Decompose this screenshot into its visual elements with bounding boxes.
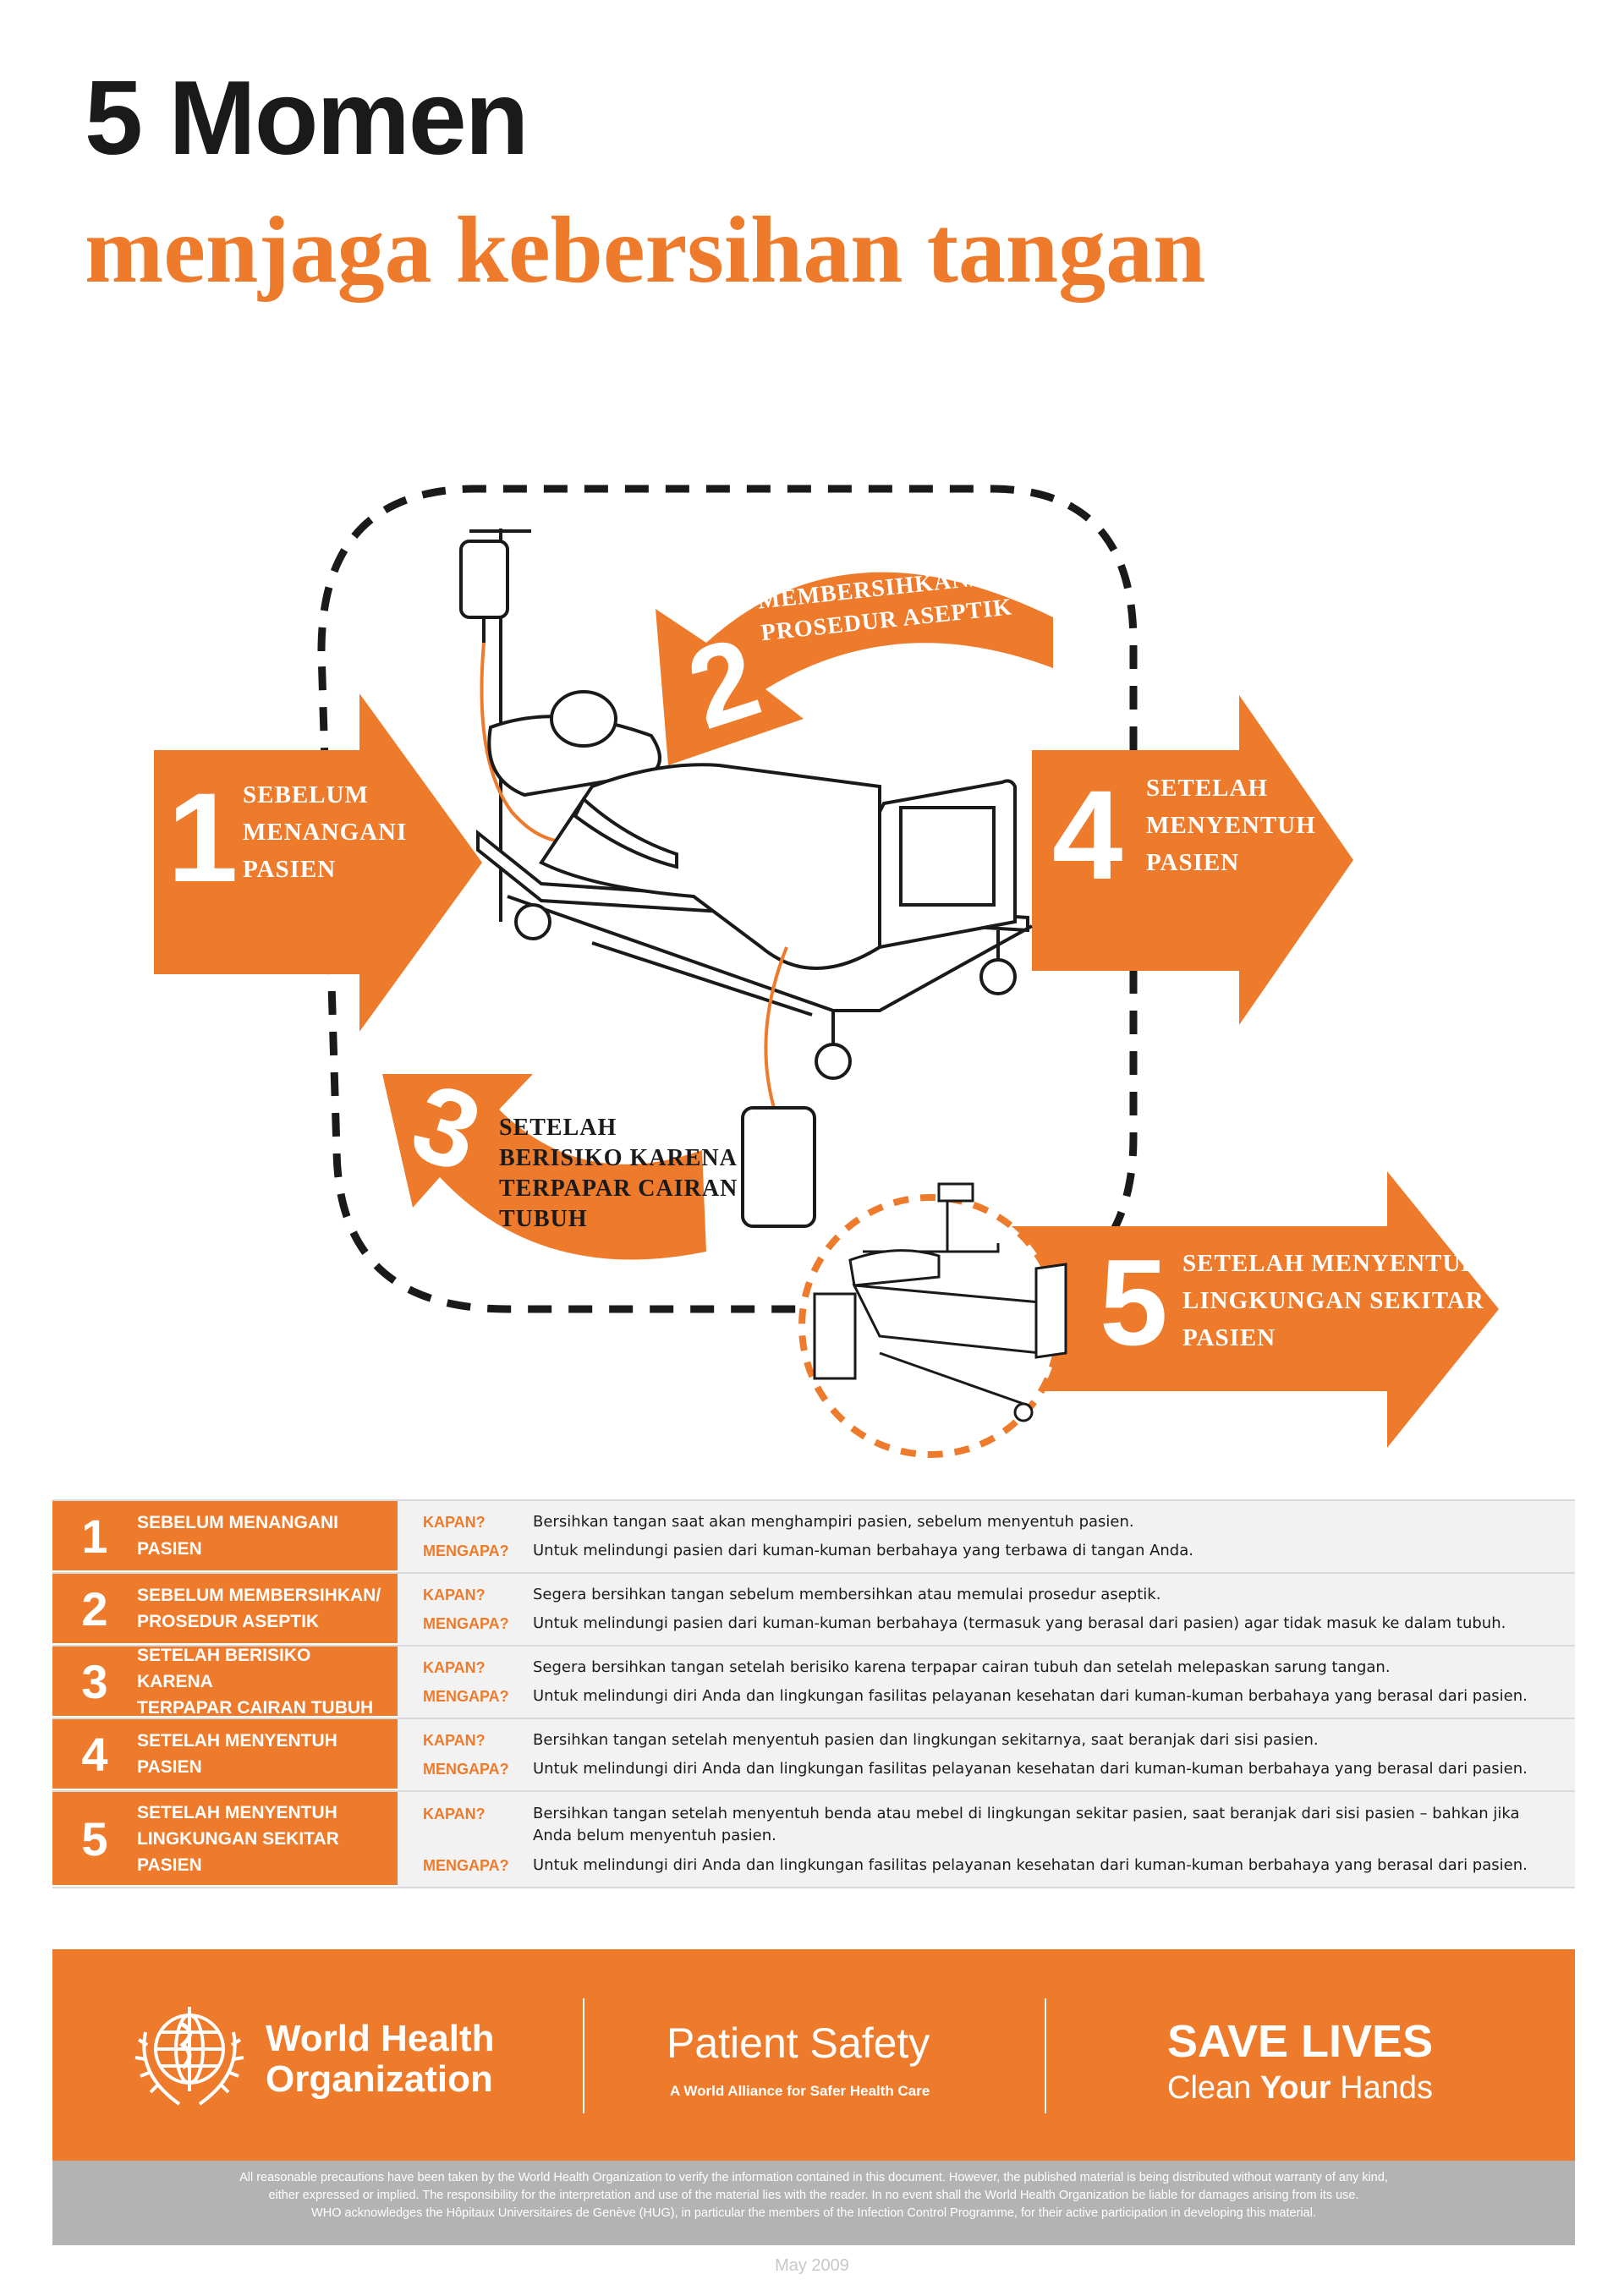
mengapa-label: MENGAPA? [423,1856,509,1874]
five-moments-diagram [154,485,1499,1458]
row-body: KAPAN? Bersihkan tangan saat akan mengham… [398,1501,1575,1572]
save-lives-title: SAVE LIVES [1167,2016,1434,2067]
mengapa-text: Untuk melindungi pasien dari kuman-kuman… [533,1614,1506,1632]
moment-5-label: SETELAH MENYENTUH LINGKUNGAN SEKITAR PAS… [1182,1250,1484,1351]
row-title: SETELAH BERISIKO KARENA TERPAPAR CAIRAN … [137,1645,374,1718]
moment-3-label: SETELAH BERISIKO KARENA TERPAPAR CAIRAN … [499,1115,738,1232]
table-row: 2 SEBELUM MEMBERSIHKAN/ PROSEDUR ASEPTIK… [52,1574,1575,1647]
kapan-text: Bersihkan tangan setelah menyentuh benda… [533,1804,1520,1844]
row-number: 5 [81,1811,108,1866]
kapan-text: Segera bersihkan tangan setelah berisiko… [533,1658,1391,1676]
kapan-label: KAPAN? [423,1732,486,1749]
table-row: 4 SETELAH MENYENTUH PASIEN KAPAN? Bersihk… [52,1719,1575,1792]
moment-4-label: SETELAH MENYENTUH PASIEN [1146,775,1316,876]
disclaimer-line: All reasonable precautions have been tak… [239,2171,1388,2184]
row-title: SEBELUM MENANGANI PASIEN [137,1513,339,1559]
row-body: KAPAN? Segera bersihkan tangan setelah be… [398,1647,1575,1718]
page-title: 5 Momen [85,60,529,177]
row-title: SETELAH MENYENTUH PASIEN [137,1731,337,1777]
row-header: 2 SEBELUM MEMBERSIHKAN/ PROSEDUR ASEPTIK [52,1574,398,1645]
disclaimer-line: WHO acknowledges the Hôpitaux Universita… [311,2206,1316,2220]
row-header: 3 SETELAH BERISIKO KARENA TERPAPAR CAIRA… [52,1646,398,1718]
mengapa-label: MENGAPA? [423,1543,509,1559]
table-row: 5 SETELAH MENYENTUH LINGKUNGAN SEKITAR P… [52,1792,1575,1888]
divider [583,1998,584,2113]
kapan-label: KAPAN? [423,1586,486,1603]
row-number: 2 [81,1581,108,1636]
table-row: 3 SETELAH BERISIKO KARENA TERPAPAR CAIRA… [52,1646,1575,1719]
moment-1-label: SEBELUM MENANGANI PASIEN [243,781,408,883]
kapan-text: Bersihkan tangan setelah menyentuh pasie… [533,1731,1319,1749]
patient-bed-illustration [459,529,1033,1228]
who-emblem-icon [134,2007,244,2106]
mengapa-label: MENGAPA? [423,1615,509,1632]
clean-hands-slogan: Clean Your Hands [1167,2070,1433,2107]
moment-4-arrow [1032,695,1353,1025]
row-number: 3 [81,1654,108,1708]
row-title: SEBELUM MEMBERSIHKAN/ PROSEDUR ASEPTIK [137,1586,381,1631]
moment-5-number: 5 [1100,1234,1168,1371]
footer-banner: World Health Organization Patient Safety… [52,1949,1575,2161]
patient-safety-subtitle: A World Alliance for Safer Health Care [670,2083,930,2099]
moment-2-arrow [656,572,1053,765]
mengapa-text: Untuk melindungi diri Anda dan lingkunga… [533,1760,1528,1778]
mengapa-text: Untuk melindungi diri Anda dan lingkunga… [533,1687,1528,1705]
who-name: World Health Organization [266,2018,495,2100]
row-number: 4 [81,1727,108,1781]
divider [1045,1998,1046,2113]
row-body: KAPAN? Bersihkan tangan setelah menyentuh… [398,1719,1575,1790]
mengapa-label: MENGAPA? [423,1688,509,1705]
row-body: KAPAN? Bersihkan tangan setelah menyentuh… [398,1792,1575,1887]
patient-safety-title: Patient Safety [667,2019,930,2067]
empty-bed-illustration [813,1182,1067,1422]
patient-zone-border [317,485,1138,1313]
row-title: SETELAH MENYENTUH LINGKUNGAN SEKITAR PAS… [137,1802,339,1875]
kapan-label: KAPAN? [423,1514,486,1531]
slogan-part: Clean [1167,2070,1260,2106]
moment-1-number: 1 [167,766,239,908]
row-body: KAPAN? Segera bersihkan tangan sebelum me… [398,1574,1575,1645]
mengapa-text: Untuk melindungi pasien dari kuman-kuman… [533,1542,1193,1559]
row-number: 1 [81,1509,108,1563]
row-header: 4 SETELAH MENYENTUH PASIEN [52,1719,398,1790]
moment-4-number: 4 [1052,764,1123,906]
kapan-label: KAPAN? [423,1805,486,1822]
disclaimer-line: either expressed or implied. The respons… [268,2189,1359,2202]
mengapa-text: Untuk melindungi diri Anda dan lingkunga… [533,1855,1528,1874]
kapan-label: KAPAN? [423,1659,486,1676]
table-row: 1 SEBELUM MENANGANI PASIEN KAPAN? Bersihk… [52,1501,1575,1574]
disclaimer: All reasonable precautions have been tak… [52,2161,1575,2245]
publication-date: May 2009 [775,2256,849,2275]
moment-1-arrow [154,693,482,1032]
mengapa-label: MENGAPA? [423,1761,509,1778]
row-header: 1 SEBELUM MENANGANI PASIEN [52,1501,398,1572]
slogan-part: Hands [1330,2070,1433,2106]
kapan-text: Segera bersihkan tangan sebelum membersi… [533,1586,1161,1603]
moment-3-arrow [382,1074,706,1260]
page-subtitle: menjaga kebersihan tangan [85,198,1206,303]
kapan-text: Bersihkan tangan saat akan menghampiri p… [533,1513,1134,1531]
row-header: 5 SETELAH MENYENTUH LINGKUNGAN SEKITAR P… [52,1792,398,1887]
moment-5-arrow [973,1171,1499,1448]
slogan-emphasis: Your [1259,2070,1331,2106]
moments-table: 1 SEBELUM MENANGANI PASIEN KAPAN? Bersihk… [52,1499,1575,1888]
